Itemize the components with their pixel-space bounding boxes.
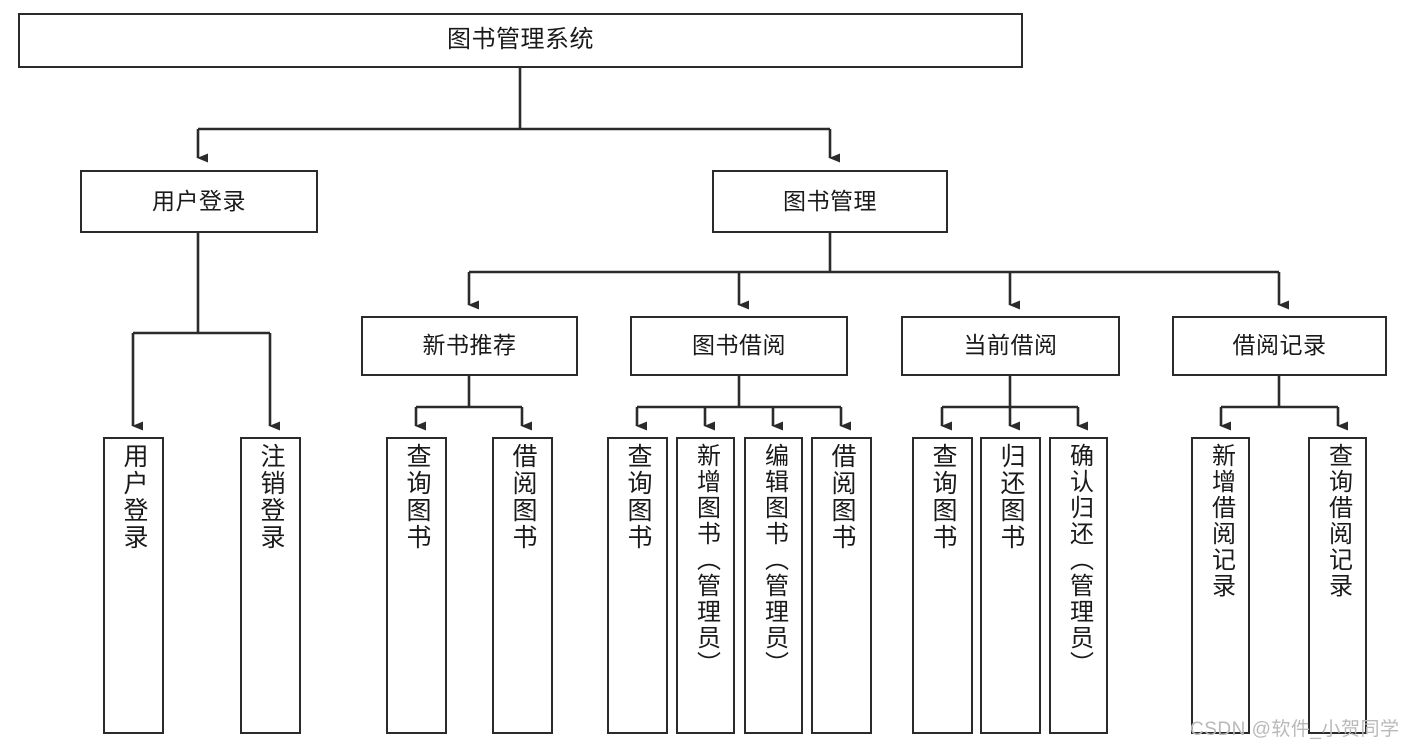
leaf-query-borrow-record[interactable]: 查询借阅记录 (1308, 437, 1367, 734)
node-label: 用户登录 (152, 187, 246, 214)
leaf-confirm-return-admin[interactable]: 确认归还（管理员） (1049, 437, 1108, 734)
node-book-borrow[interactable]: 图书借阅 (630, 316, 848, 376)
leaf-return-book[interactable]: 归还图书 (980, 437, 1041, 734)
leaf-query-book-current[interactable]: 查询图书 (912, 437, 973, 734)
leaf-add-borrow-record[interactable]: 新增借阅记录 (1191, 437, 1250, 734)
leaf-logout-login[interactable]: 注销登录 (240, 437, 301, 734)
leaf-borrow-book[interactable]: 借阅图书 (811, 437, 872, 734)
node-user-login[interactable]: 用户登录 (80, 170, 318, 233)
node-new-book-recommend[interactable]: 新书推荐 (361, 316, 578, 376)
node-borrow-record[interactable]: 借阅记录 (1172, 316, 1387, 376)
node-label: 图书管理 (783, 187, 877, 214)
node-current-borrow[interactable]: 当前借阅 (901, 316, 1120, 376)
node-label: 借阅图书 (509, 443, 537, 551)
node-label: 编辑图书（管理员） (760, 443, 788, 677)
node-label: 当前借阅 (963, 332, 1058, 359)
node-label: 查询图书 (624, 443, 652, 551)
csdn-watermark: CSDN @软件_小贺同学 (1190, 719, 1400, 740)
node-label: 图书管理系统 (447, 26, 594, 54)
node-label: 新增图书（管理员） (692, 443, 720, 677)
node-label: 借阅记录 (1232, 332, 1327, 359)
node-book-management[interactable]: 图书管理 (712, 170, 948, 233)
node-label: 注销登录 (257, 443, 285, 551)
node-label: 查询图书 (929, 443, 957, 551)
node-label: 归还图书 (997, 443, 1025, 551)
node-label: 图书借阅 (692, 332, 786, 359)
leaf-query-book-recommend[interactable]: 查询图书 (386, 437, 447, 734)
node-label: 查询图书 (403, 443, 431, 551)
node-label: 借阅图书 (828, 443, 856, 551)
leaf-add-book-admin[interactable]: 新增图书（管理员） (676, 437, 735, 734)
node-label: 确认归还（管理员） (1065, 443, 1093, 677)
node-label: 查询借阅记录 (1324, 443, 1352, 599)
node-label: 新书推荐 (422, 332, 517, 359)
leaf-user-login[interactable]: 用户登录 (103, 437, 164, 734)
node-label: 新增借阅记录 (1207, 443, 1235, 599)
leaf-query-book-borrow[interactable]: 查询图书 (607, 437, 668, 734)
leaf-edit-book-admin[interactable]: 编辑图书（管理员） (744, 437, 803, 734)
leaf-borrow-book-recommend[interactable]: 借阅图书 (492, 437, 553, 734)
node-book-management-system[interactable]: 图书管理系统 (18, 13, 1023, 68)
node-label: 用户登录 (120, 443, 148, 551)
